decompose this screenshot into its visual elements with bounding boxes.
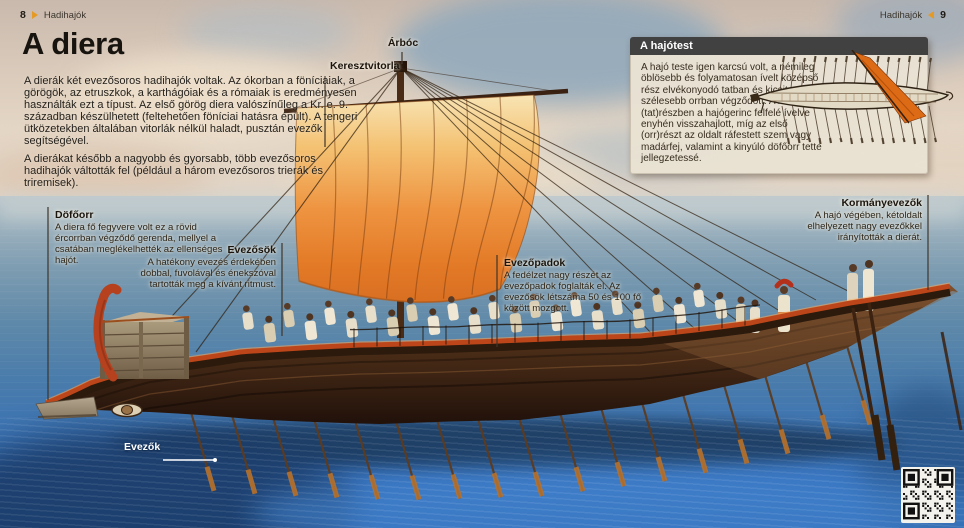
page-arrow-left-icon xyxy=(928,11,935,19)
label-dofoorr: Döfőorr A diera fő fegyvere volt ez a rö… xyxy=(55,209,223,266)
label-arboc: Árbóc xyxy=(387,37,419,49)
callout-text: A hajó teste igen karcsú volt, a némileg… xyxy=(641,62,822,165)
article-intro: A dierák két evezősoros hadihajók voltak… xyxy=(24,75,364,197)
label-evezosok: Evezősök A hatékony evezés érdekében dob… xyxy=(140,244,276,290)
water-sparkle xyxy=(0,418,964,528)
page-number-right: 9 xyxy=(940,9,946,21)
cloud-patch xyxy=(70,55,340,140)
intro-paragraph: A dierákat később a nagyobb és gyorsabb,… xyxy=(24,153,323,190)
deck-railing xyxy=(349,304,761,348)
callout-hajotest: A hajótest A hajó teste igen karcsú volt… xyxy=(630,37,928,174)
page-header-left: 8 Hadihajók xyxy=(20,9,86,21)
ram-beam xyxy=(35,396,99,420)
label-evezok: Evezők xyxy=(124,441,161,453)
page-header-right: Hadihajók 9 xyxy=(880,9,946,21)
callout-title: A hajótest xyxy=(630,37,928,55)
steering-oars xyxy=(851,302,963,471)
bow-details xyxy=(35,283,143,420)
rigging-lines xyxy=(149,67,851,353)
rowers xyxy=(242,282,728,343)
forecastle-box xyxy=(99,312,190,379)
label-keresztvitorla: Keresztvitorla xyxy=(330,60,400,72)
label-leader-lines xyxy=(47,52,929,462)
page-number-left: 8 xyxy=(20,9,26,21)
page-arrow-right-icon xyxy=(31,11,38,19)
section-title-left: Hadihajók xyxy=(43,9,87,21)
callout-body: A hajó teste igen karcsú volt, a némileg… xyxy=(630,55,928,174)
masthead xyxy=(394,61,407,72)
label-evezopadok: Evezőpadok A fedélzet nagy részét az eve… xyxy=(504,257,642,314)
section-title-right: Hadihajók xyxy=(879,9,923,21)
helmet-crest xyxy=(774,278,794,289)
sail-seams xyxy=(328,95,535,301)
intro-paragraph: A dierák két evezősoros hadihajók voltak… xyxy=(24,75,358,147)
oars xyxy=(188,342,873,501)
cloud-patch xyxy=(180,5,350,60)
painted-eye xyxy=(111,402,143,418)
article-title: A diera xyxy=(22,26,124,61)
prow-ornament xyxy=(93,283,122,382)
label-kormanyevezok: Kormányevezők A hajó végében, kétoldalt … xyxy=(807,197,922,243)
qr-code xyxy=(901,467,955,523)
